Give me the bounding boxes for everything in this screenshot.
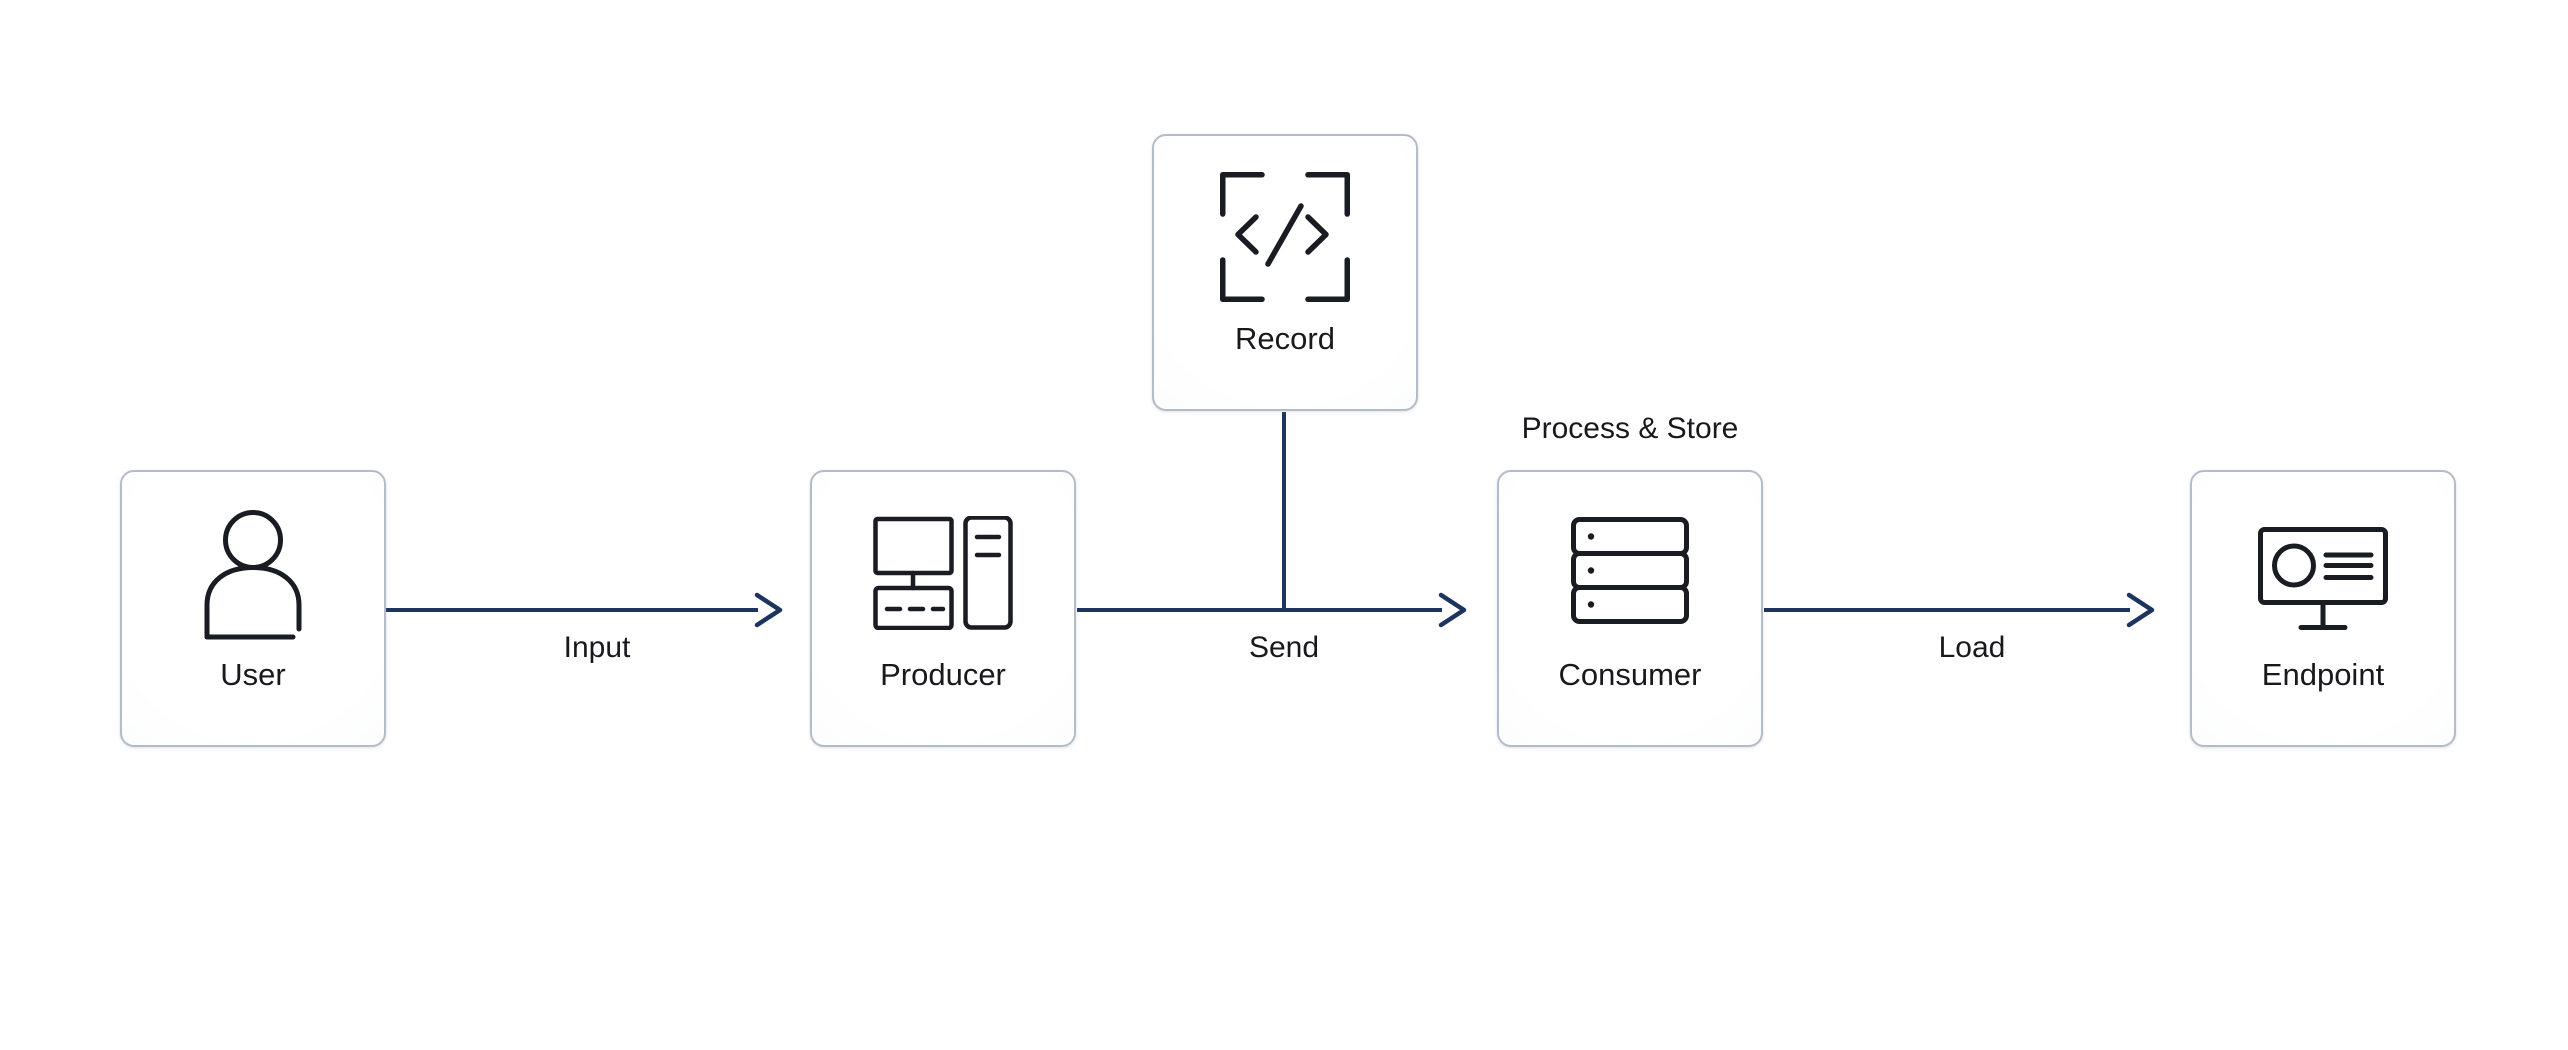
edge-input-arrowhead-icon [754, 592, 783, 628]
node-endpoint[interactable]: Endpoint [2190, 470, 2456, 747]
code-brackets-icon [1220, 172, 1350, 302]
monitor-dashboard-icon [2258, 527, 2388, 631]
edge-input [386, 592, 783, 628]
edge-send-arrowhead-icon [1438, 592, 1467, 628]
node-user[interactable]: User [120, 470, 386, 747]
edge-send-label: Send [1248, 631, 1320, 664]
node-producer-label: Producer [880, 657, 1006, 692]
edge-load-label: Load [1938, 631, 2006, 664]
workstation-icon [873, 515, 1013, 631]
process-store-annotation: Process & Store [1521, 412, 1739, 445]
node-endpoint-label: Endpoint [2261, 657, 2385, 692]
person-icon [203, 510, 303, 640]
edge-input-label: Input [563, 631, 631, 664]
node-record[interactable]: Record [1152, 134, 1418, 411]
node-user-label: User [220, 657, 286, 692]
node-consumer[interactable]: Consumer [1497, 470, 1763, 747]
node-producer[interactable]: Producer [810, 470, 1076, 747]
server-stack-icon [1571, 517, 1689, 625]
edge-load-arrowhead-icon [2126, 592, 2155, 628]
edge-load [1764, 592, 2155, 628]
node-consumer-label: Consumer [1558, 657, 1702, 692]
edge-send [1077, 592, 1467, 628]
node-record-label: Record [1235, 321, 1335, 356]
